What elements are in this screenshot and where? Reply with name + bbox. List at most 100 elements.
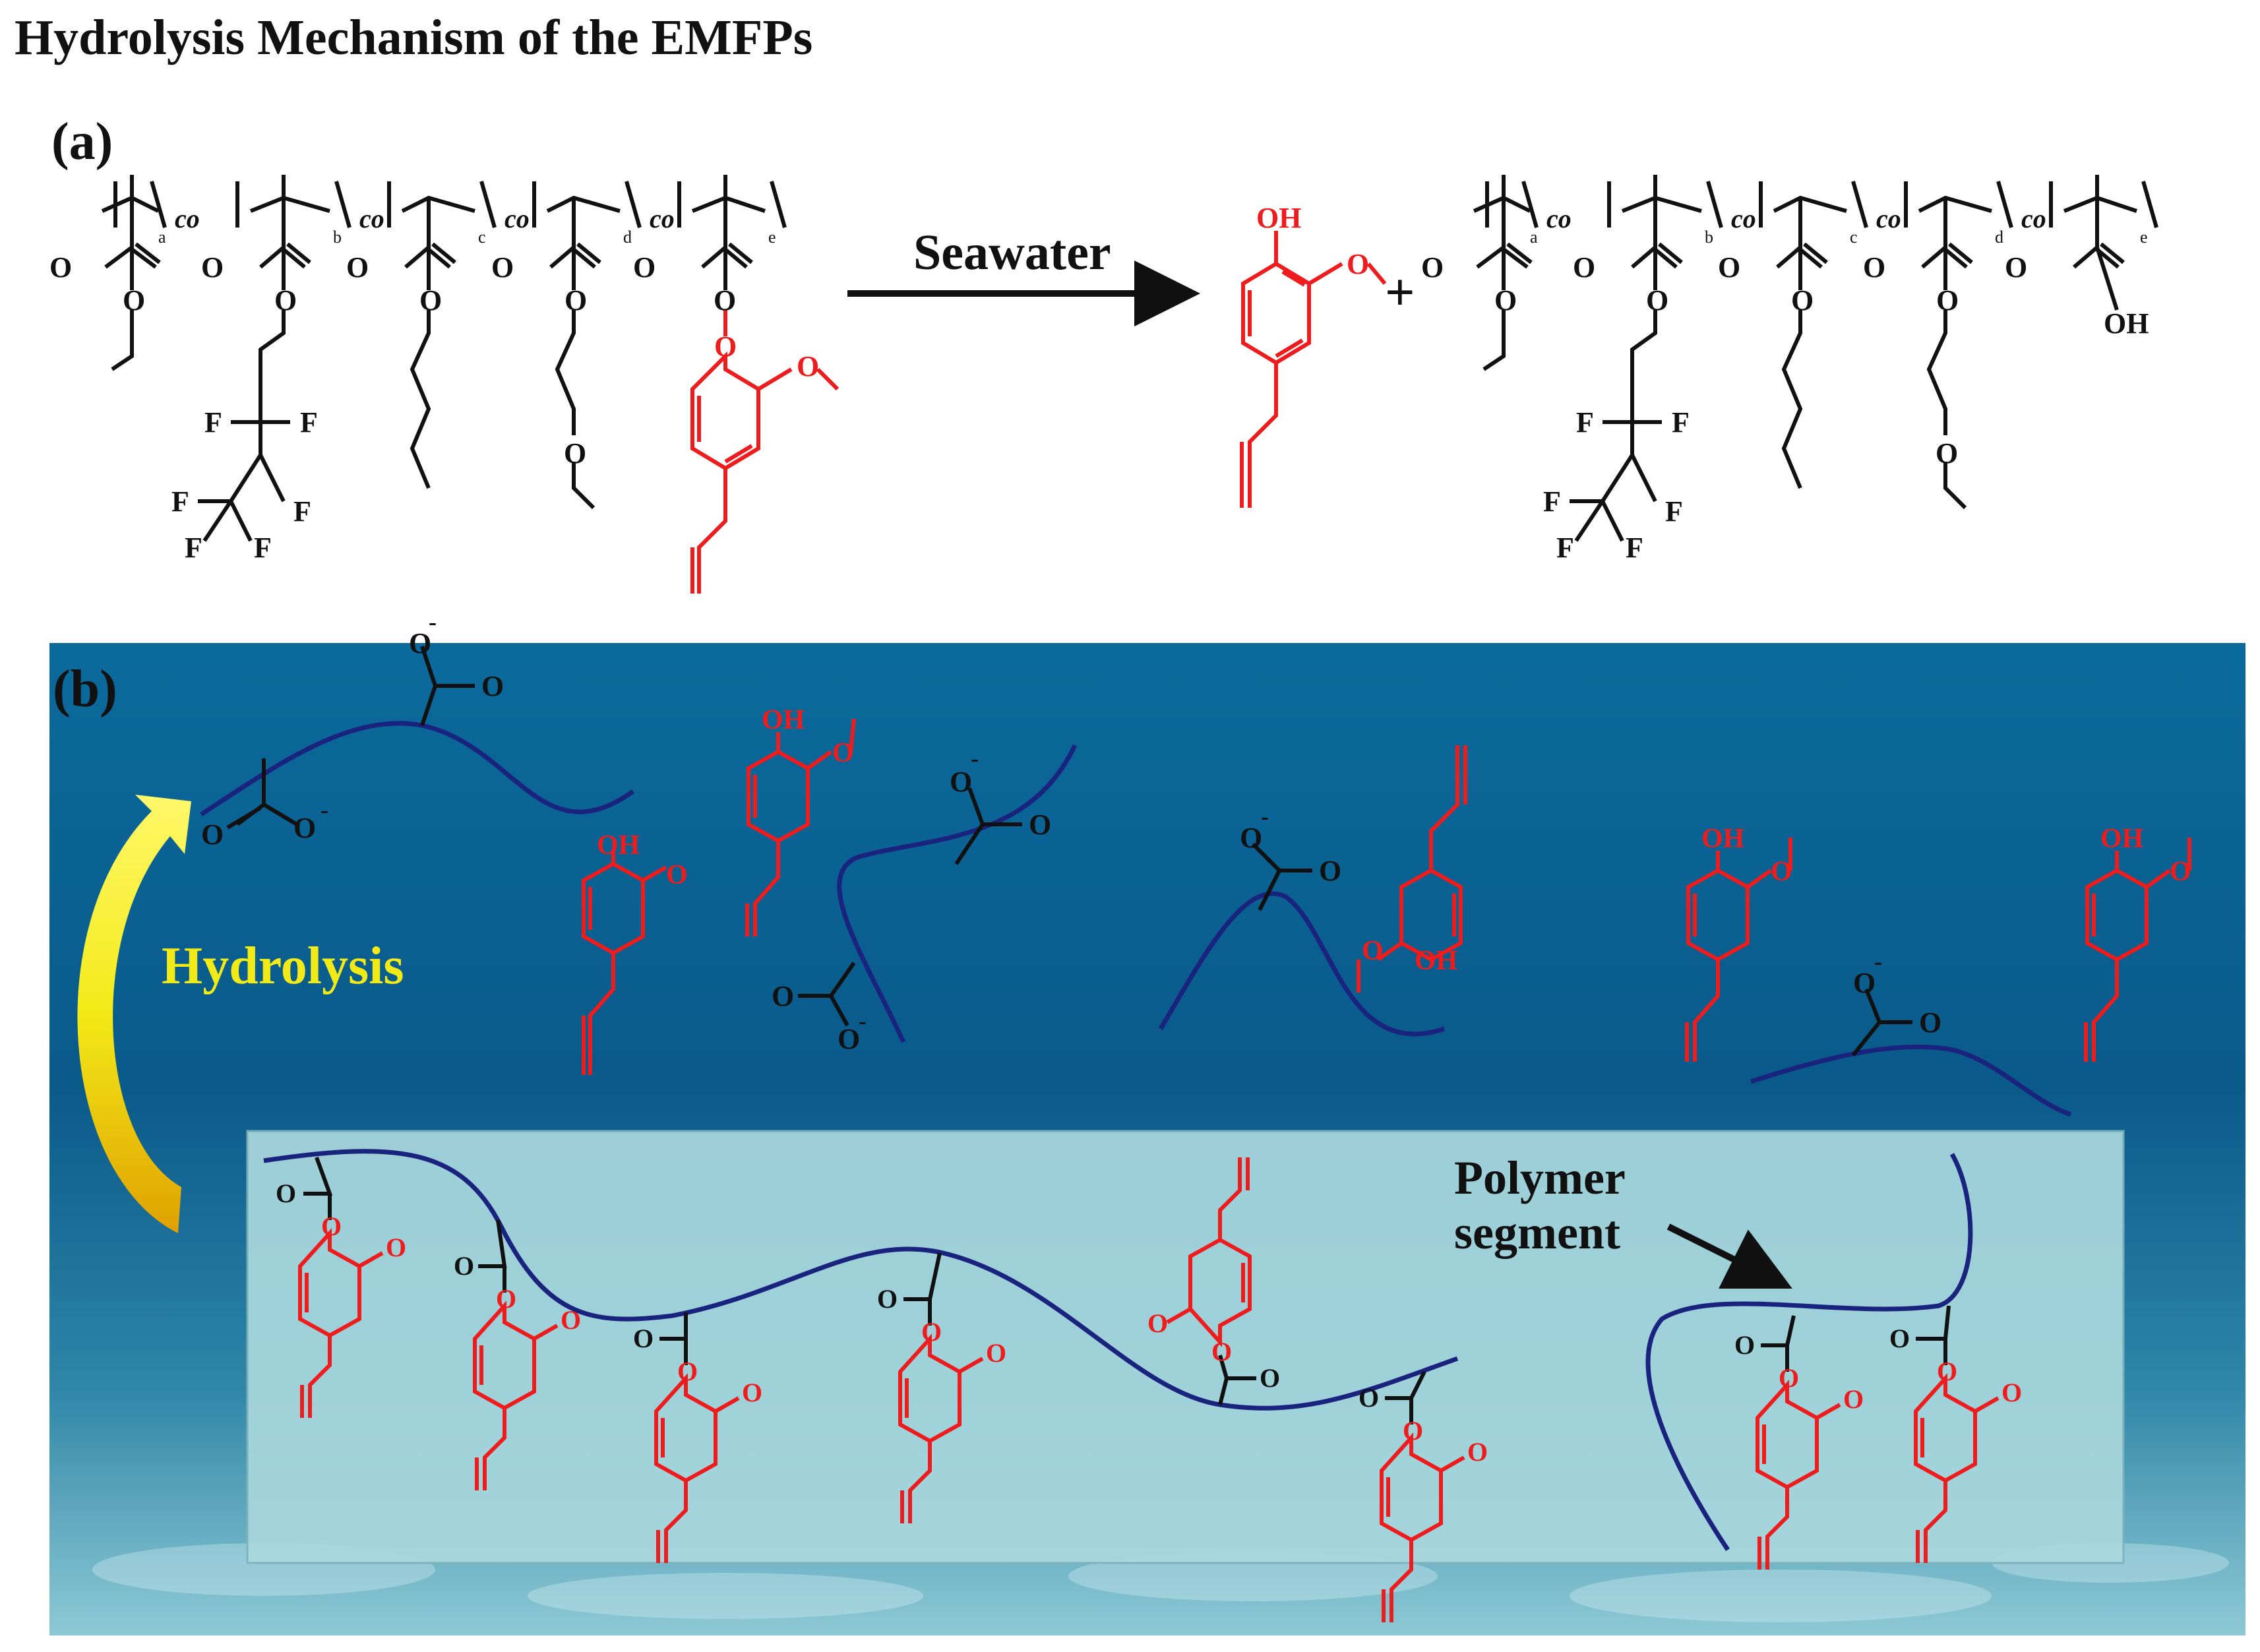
svg-text:O: O <box>1937 1357 1957 1386</box>
svg-text:F: F <box>1665 495 1683 528</box>
svg-text:O: O <box>877 1284 898 1314</box>
svg-text:co: co <box>2021 204 2046 233</box>
svg-text:-: - <box>429 609 437 635</box>
svg-text:co: co <box>1546 204 1572 233</box>
svg-text:O: O <box>1211 1337 1232 1366</box>
svg-text:-: - <box>859 1008 867 1034</box>
eugenol-product <box>1240 231 1387 508</box>
svg-text:O: O <box>921 1317 942 1347</box>
svg-text:b: b <box>333 228 342 247</box>
svg-text:F: F <box>300 406 318 439</box>
svg-text:O: O <box>677 1357 698 1386</box>
ester-linkages <box>303 1156 1951 1424</box>
svg-text:b: b <box>1705 228 1713 247</box>
svg-text:O: O <box>1240 822 1262 854</box>
svg-text:O: O <box>1147 1308 1168 1338</box>
hydrolysis-label: Hydrolysis <box>162 937 404 995</box>
svg-text:O: O <box>123 284 145 317</box>
svg-text:O: O <box>1843 1384 1864 1414</box>
svg-text:O: O <box>564 437 586 470</box>
svg-text:O: O <box>1853 967 1876 999</box>
svg-text:O: O <box>950 766 972 798</box>
svg-text:O: O <box>1779 1363 1799 1393</box>
svg-text:O: O <box>1791 284 1814 317</box>
svg-text:a: a <box>1530 228 1538 247</box>
svg-text:O: O <box>561 1305 581 1335</box>
svg-text:O: O <box>419 284 442 317</box>
svg-text:O: O <box>201 251 224 284</box>
svg-text:OH: OH <box>1256 202 1301 234</box>
plus-sign: + <box>1385 264 1415 322</box>
svg-text:O: O <box>633 1324 654 1353</box>
svg-text:co: co <box>650 204 675 233</box>
svg-text:F: F <box>171 485 189 518</box>
polymer-segment-label: Polymer segment <box>1454 1151 1626 1260</box>
svg-text:OH: OH <box>597 830 640 861</box>
panel-b-label: (b) <box>53 660 117 718</box>
svg-text:O: O <box>1359 1383 1379 1413</box>
svg-text:O: O <box>2170 857 2191 887</box>
svg-text:-: - <box>971 745 979 772</box>
svg-text:d: d <box>623 228 632 247</box>
reactant-atom-labels: O O O O O O O O O O O F F F F F F <box>49 251 736 564</box>
svg-text:O: O <box>496 1284 516 1314</box>
svg-text:O: O <box>565 284 587 317</box>
svg-text:O: O <box>201 818 224 851</box>
svg-text:O: O <box>1260 1363 1280 1393</box>
svg-text:OH: OH <box>1415 946 1457 976</box>
svg-text:O: O <box>1646 284 1668 317</box>
svg-text:O: O <box>409 627 431 659</box>
svg-text:F: F <box>1556 532 1574 564</box>
svg-text:-: - <box>1874 948 1882 975</box>
svg-text:c: c <box>478 228 486 247</box>
svg-text:O: O <box>1889 1324 1910 1353</box>
released-eugenol-molecules <box>582 718 2191 1075</box>
seawater-label: Seawater <box>913 225 1111 280</box>
svg-text:O: O <box>481 670 504 702</box>
svg-text:F: F <box>254 532 272 564</box>
panel-a-label: (a) <box>51 113 113 171</box>
svg-text:-: - <box>321 797 328 823</box>
svg-text:e: e <box>768 228 776 247</box>
svg-text:F: F <box>293 495 311 528</box>
svg-text:O: O <box>1771 857 1792 887</box>
svg-text:O: O <box>1362 936 1384 966</box>
svg-text:O: O <box>1029 809 1051 841</box>
svg-text:co: co <box>504 204 530 233</box>
svg-text:OH: OH <box>2104 307 2149 340</box>
carboxylate-groups <box>226 646 1912 1056</box>
intact-polymer-chains <box>263 1149 1973 1551</box>
svg-text:OH: OH <box>1701 824 1744 854</box>
svg-text:O: O <box>714 330 737 363</box>
svg-text:O: O <box>1936 284 1959 317</box>
svg-text:O: O <box>1734 1330 1755 1360</box>
svg-text:OH: OH <box>762 705 805 735</box>
svg-text:O: O <box>1347 248 1369 280</box>
svg-text:O: O <box>1718 251 1740 284</box>
svg-text:-: - <box>1261 803 1269 830</box>
eugenyl-ester-pendants <box>298 1157 2000 1622</box>
svg-text:co: co <box>1876 204 1901 233</box>
svg-text:O: O <box>2005 251 2027 284</box>
svg-text:O: O <box>1403 1416 1423 1446</box>
svg-text:O: O <box>986 1338 1006 1368</box>
svg-text:O: O <box>1863 251 1885 284</box>
svg-text:O: O <box>714 284 736 317</box>
polymer-segment-label-line1: Polymer <box>1454 1151 1626 1204</box>
polymer-inset-box <box>246 1130 2125 1564</box>
svg-text:O: O <box>666 860 688 890</box>
svg-text:O: O <box>1494 284 1517 317</box>
svg-text:O: O <box>386 1233 406 1262</box>
svg-text:co: co <box>175 204 200 233</box>
svg-text:O: O <box>49 251 72 284</box>
hydrolysis-arrow <box>77 795 191 1233</box>
svg-text:F: F <box>1543 485 1561 518</box>
svg-text:O: O <box>1467 1437 1488 1467</box>
svg-text:F: F <box>1626 532 1643 564</box>
polymer-segment-pointer <box>1666 1223 1792 1289</box>
svg-text:O: O <box>772 980 794 1012</box>
svg-text:O: O <box>1936 437 1958 470</box>
svg-text:O: O <box>1573 251 1595 284</box>
figure-title: Hydrolysis Mechanism of the EMFPs <box>15 10 813 65</box>
